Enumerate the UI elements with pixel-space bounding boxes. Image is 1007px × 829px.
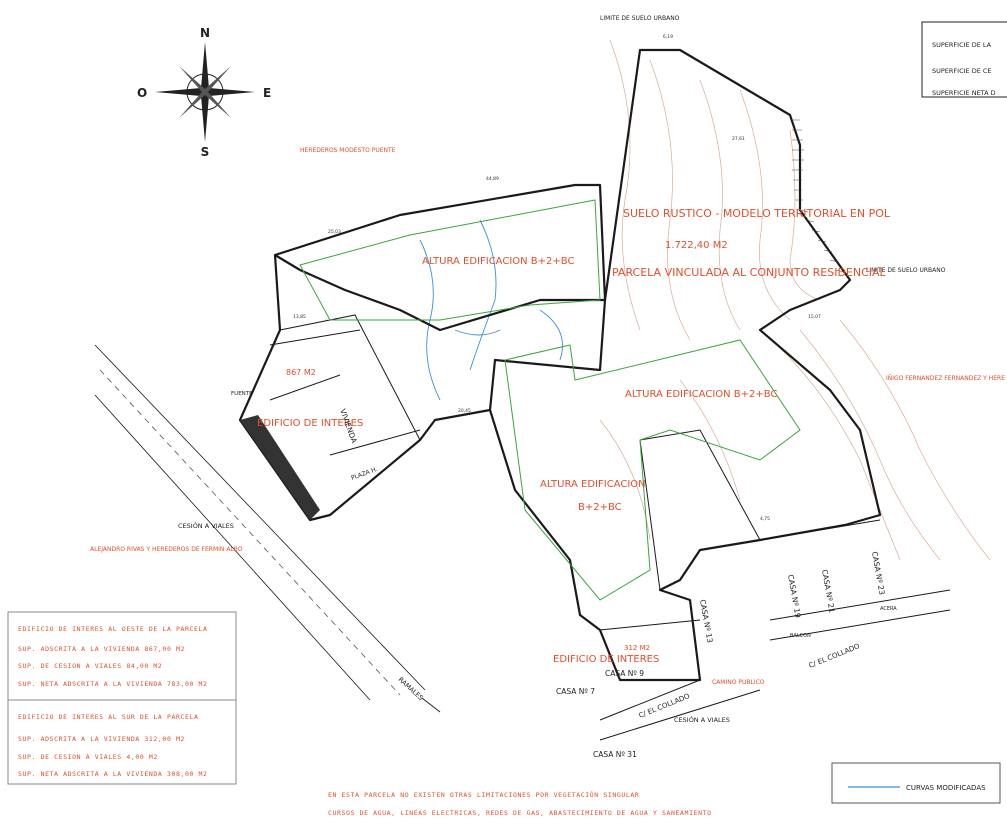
- surface-line-2: SUPERFICIE DE CE: [932, 67, 992, 75]
- compass-icon: [155, 42, 255, 142]
- svg-text:25,03: 25,03: [328, 229, 341, 235]
- compass-east: E: [263, 86, 271, 100]
- fuente-label: FUENTE: [231, 391, 253, 397]
- table-row: SUP. ADSCRITA A LA VIVIENDA 867,00 M2: [18, 645, 185, 653]
- collado-label-2: C/ EL COLLADO: [808, 642, 862, 670]
- parcel-boundary: [238, 48, 882, 682]
- house-23: CASA Nº 23: [870, 551, 887, 596]
- table-row: SUP. ADSCRITA A LA VIVIENDA 312,00 M2: [18, 735, 185, 743]
- limit-label-right: LIMITE DE SUELO URBANO: [866, 267, 946, 274]
- compass-rose: N S E O: [137, 26, 271, 159]
- ramales-road: [94, 344, 426, 701]
- interest-building-west-shaded: [240, 415, 320, 520]
- house-9: CASA Nº 9: [605, 669, 644, 678]
- height-central-1: ALTURA EDIFICACION: [540, 479, 646, 490]
- interest-buildings-table: EDIFICIO DE INTERES AL OESTE DE LA PARCE…: [7, 611, 237, 785]
- table-row: SUP. DE CESION A VIALES 84,00 M2: [18, 662, 162, 670]
- table-row: EDIFICIO DE INTERES AL OESTE DE LA PARCE…: [18, 625, 208, 633]
- svg-text:20,45: 20,45: [458, 408, 471, 414]
- house-31: CASA Nº 31: [593, 750, 637, 759]
- height-east: ALTURA EDIFICACION B+2+BC: [625, 389, 777, 400]
- cesion-west: CESIÓN A VIALES: [178, 521, 234, 530]
- note-line-1: EN ESTA PARCELA NO EXISTEN OTRAS LIMITAC…: [328, 790, 639, 799]
- build-lines: [299, 199, 801, 601]
- balcon-label: BALCON: [790, 633, 811, 639]
- note-line-2: CURSOS DE AGUA, LINEAS ELECTRICAS, REDES…: [328, 809, 712, 817]
- compass-west: O: [137, 86, 147, 100]
- owner-southwest: ALEJANDRO RIVAS Y HEREDEROS DE FERMIN AL…: [90, 546, 243, 553]
- contour-lines: [599, 39, 991, 561]
- ramales-arrow: [421, 697, 441, 713]
- interest-west-label: EDIFICIO DE INTERES: [257, 418, 363, 429]
- table-row: SUP. NETA ADSCRITA A LA VIVIENDA 308,00 …: [18, 770, 208, 778]
- table-row: SUP. NETA ADSCRITA A LA VIVIENDA 783,00 …: [18, 680, 208, 688]
- svg-text:27,61: 27,61: [732, 136, 745, 142]
- curves-legend-label: CURVAS MODIFICADAS: [906, 784, 986, 792]
- cliff-hatching: [792, 119, 845, 273]
- modified-curves: [419, 219, 563, 401]
- svg-text:15,07: 15,07: [808, 314, 821, 320]
- svg-text:6,19: 6,19: [663, 34, 673, 40]
- rustic-title: SUELO RUSTICO - MODELO TERRITORIAL EN PO…: [623, 207, 891, 220]
- svg-text:13,85: 13,85: [293, 314, 306, 320]
- surface-line-1: SUPERFICIE DE LA: [932, 41, 992, 49]
- internal-lines: [269, 314, 951, 741]
- height-central-2: B+2+BC: [578, 502, 622, 513]
- house-21: CASA Nº 21: [820, 569, 837, 614]
- owner-east: IÑIGO FERNANDEZ FERNANDEZ Y HERE: [886, 375, 1005, 382]
- surface-line-3: SUPERFICIE NETA D: [932, 89, 996, 97]
- interest-south-label: EDIFICIO DE INTERES: [553, 654, 659, 665]
- area-south: 312 M2: [624, 644, 650, 652]
- house-19: CASA Nº 19: [786, 574, 803, 619]
- house-7: CASA Nº 7: [556, 687, 595, 696]
- curves-legend: CURVAS MODIFICADAS: [831, 762, 1001, 804]
- height-north: ALTURA EDIFICACION B+2+BC: [422, 256, 574, 267]
- surface-summary-box: SUPERFICIE DE LA SUPERFICIE DE CE SUPERF…: [921, 21, 1007, 98]
- ramales-label: RAMALES: [397, 676, 425, 702]
- table-row: EDIFICIO DE INTERES AL SUR DE LA PARCELA: [18, 713, 199, 721]
- compass-south: S: [201, 145, 210, 159]
- owner-north: HEREDEROS MODESTO PUENTE: [300, 147, 396, 154]
- camino-label: CAMINO PUBLICO: [712, 679, 765, 686]
- svg-text:4,75: 4,75: [760, 516, 770, 522]
- rustic-linked: PARCELA VINCULADA AL CONJUNTO RESIDENCIA…: [612, 266, 887, 279]
- limit-label-top: LIMITE DE SUELO URBANO: [600, 15, 680, 22]
- acera-label: ACERA: [880, 606, 897, 612]
- area-west: 867 M2: [286, 368, 316, 377]
- cesion-south: CESIÓN A VIALES: [674, 715, 730, 724]
- svg-text:44,89: 44,89: [486, 176, 499, 182]
- table-row: SUP. DE CESION A VIALES 4,00 M2: [18, 753, 158, 761]
- rustic-area: 1.722,40 M2: [665, 240, 728, 251]
- dimension-marks: 44,89 25,03 13,85 6,19 27,61 15,07 20,45…: [293, 34, 821, 522]
- compass-north: N: [200, 26, 210, 40]
- plaza-label: PLAZA H.: [350, 466, 378, 482]
- house-13: CASA Nº 13: [698, 599, 715, 644]
